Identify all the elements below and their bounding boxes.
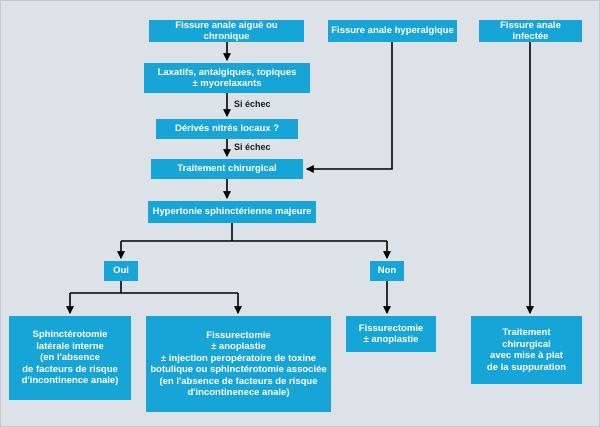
label-si-echec-1: Si échec <box>234 99 271 109</box>
arrow-hyperalgic-to-surgery <box>305 42 393 173</box>
node-sphincterotomy: Sphinctérotomie latérale interne (en l'a… <box>9 316 131 400</box>
node-sphincter-hypertonia: Hypertonie sphinctérienne majeure <box>148 201 316 223</box>
node-fissure-hyperalgic: Fissure anale hyperalgique <box>328 20 457 42</box>
node-fissurectomy-full: Fissurectomie ± anoplastie ± injection p… <box>146 316 331 412</box>
node-fissure-infected: Fissure anale infectée <box>479 20 582 42</box>
node-non: Non <box>370 261 404 281</box>
node-nitrates: Dérivés nitrés locaux ? <box>156 119 298 139</box>
node-laxatives: Laxatifs, antalgiques, topiques ± myorel… <box>144 63 310 93</box>
node-surgery-suppuration: Traitement chirurgical avec mise à plat … <box>471 316 582 384</box>
node-oui: Oui <box>104 261 138 281</box>
node-surgical-treatment: Traitement chirurgical <box>151 159 303 179</box>
node-fissure-acute-chronic: Fissure anale aiguë ou chronique <box>149 20 304 42</box>
label-si-echec-2: Si échec <box>234 142 271 152</box>
node-fissurectomy-simple: Fissurectomie ± anoplastie <box>346 316 436 352</box>
